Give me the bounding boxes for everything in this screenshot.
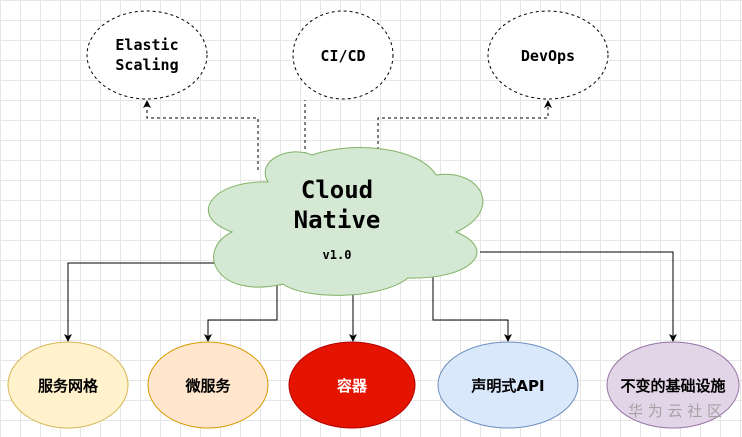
node-3[interactable] bbox=[437, 341, 579, 429]
connector-microservice bbox=[204, 268, 278, 342]
node-2[interactable] bbox=[288, 341, 416, 429]
node-label: 不变的基础设施 bbox=[620, 377, 725, 395]
cicd-label: CI/CD bbox=[320, 47, 365, 65]
connector-declarative bbox=[432, 268, 512, 342]
cloud-title-2: Native bbox=[294, 206, 381, 234]
connector-elastic bbox=[143, 100, 259, 170]
connector-devops bbox=[377, 100, 552, 168]
node-label: 容器 bbox=[336, 377, 368, 395]
watermark: 华 为 云 社 区 bbox=[628, 402, 722, 420]
node-label: 声明式API bbox=[470, 377, 544, 395]
node-cicd[interactable] bbox=[292, 10, 394, 100]
devops-label: DevOps bbox=[521, 47, 575, 65]
node-devops[interactable] bbox=[487, 10, 609, 100]
cloud-title-1: Cloud bbox=[301, 176, 373, 204]
node-1[interactable] bbox=[147, 341, 269, 429]
node-elastic-scaling[interactable] bbox=[86, 10, 208, 100]
cloud-version: v1.0 bbox=[323, 248, 352, 262]
node-0[interactable] bbox=[7, 341, 129, 429]
connector-mesh bbox=[64, 262, 218, 342]
cloud-native-cloud[interactable] bbox=[208, 147, 484, 296]
node-label: 服务网格 bbox=[38, 377, 99, 395]
elastic-label-1: Elastic bbox=[115, 36, 178, 54]
node-4[interactable] bbox=[606, 341, 740, 429]
connector-immutable bbox=[480, 251, 677, 342]
node-label: 微服务 bbox=[184, 377, 231, 395]
elastic-label-2: Scaling bbox=[115, 56, 178, 74]
